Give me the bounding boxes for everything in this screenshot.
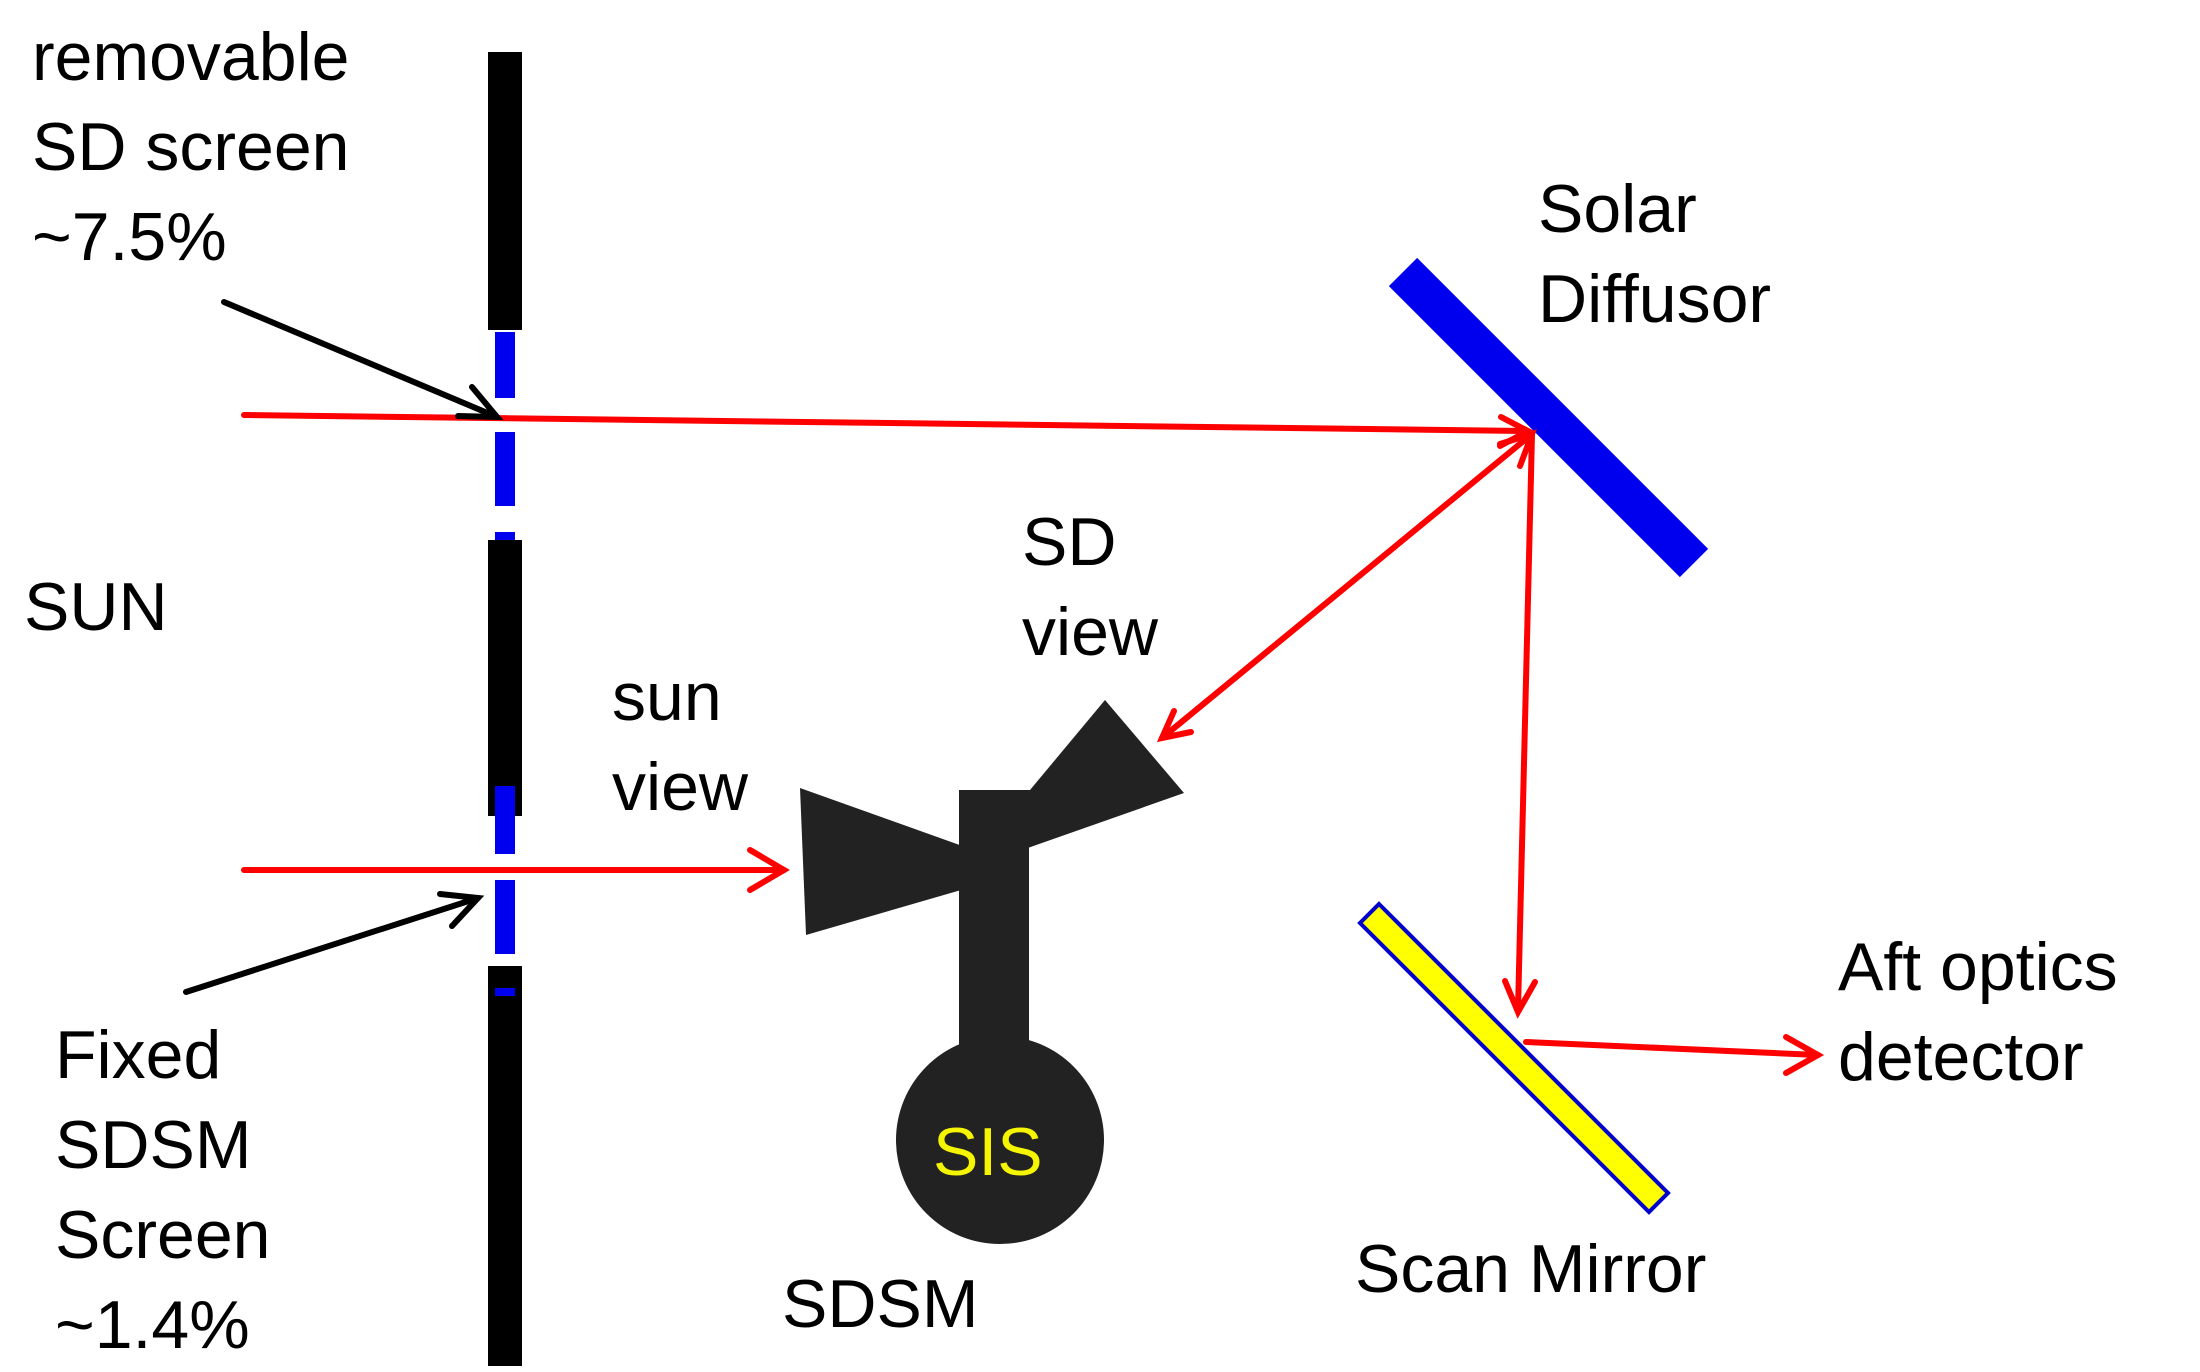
screen-bar-top <box>488 52 522 330</box>
fixed-screen-label: Fixed SDSM Screen ~1.4% <box>55 1017 289 1363</box>
scan-mirror <box>1357 901 1671 1215</box>
solar-diffusor <box>1388 257 1709 578</box>
sdsm-label: SDSM <box>782 1266 978 1342</box>
screen-column <box>488 52 522 1366</box>
removable-screen-aperture-2 <box>495 432 515 506</box>
sun-view-arrowhead <box>747 847 790 893</box>
sd-view-cone <box>1022 700 1184 850</box>
scan-mirror-label: Scan Mirror <box>1355 1231 1706 1307</box>
sun-beam-to-diffusor <box>241 412 1531 434</box>
scan-mirror-to-aft-optics-beam <box>1523 1039 1821 1058</box>
screen-bar-bottom <box>488 966 522 1366</box>
fixed-screen-pointer <box>183 895 481 995</box>
sd-view-label: SD view <box>1022 504 1159 670</box>
fixed-screen-aperture-2 <box>495 880 515 954</box>
sdsm-sphere <box>896 1036 1104 1244</box>
removable-screen-label: removable SD screen ~7.5% <box>32 19 368 275</box>
pointer-arrows <box>183 299 504 995</box>
removable-screen-pointer <box>221 299 500 420</box>
fixed-screen-aperture-4 <box>495 988 515 996</box>
scan-mirror-arrowhead <box>1502 978 1538 1019</box>
sis-label: SIS <box>933 1114 1043 1190</box>
aft-optics-label: Aft optics detector <box>1838 929 2137 1095</box>
sun-view-cone <box>800 788 968 935</box>
aft-optics-arrowhead <box>1783 1034 1825 1076</box>
fixed-screen-aperture-1 <box>495 786 515 854</box>
sdsm-shoulder <box>959 790 1035 840</box>
screen-bar-middle <box>488 540 522 816</box>
sun-label: SUN <box>24 569 168 645</box>
solar-diffusor-label: Solar Diffusor <box>1538 171 1771 337</box>
diffusor-to-scan-mirror-beam <box>1515 431 1535 1013</box>
sun-view-label: sun view <box>612 659 749 825</box>
sd-view-arrowhead <box>1156 708 1194 743</box>
fixed-screen-pointer-head <box>437 891 485 929</box>
removable-screen-aperture-1 <box>495 332 515 398</box>
diffusor-to-sd-view-beam <box>1159 431 1535 741</box>
removable-screen-pointer-head <box>455 384 504 421</box>
sdsm-body <box>800 700 1184 1244</box>
